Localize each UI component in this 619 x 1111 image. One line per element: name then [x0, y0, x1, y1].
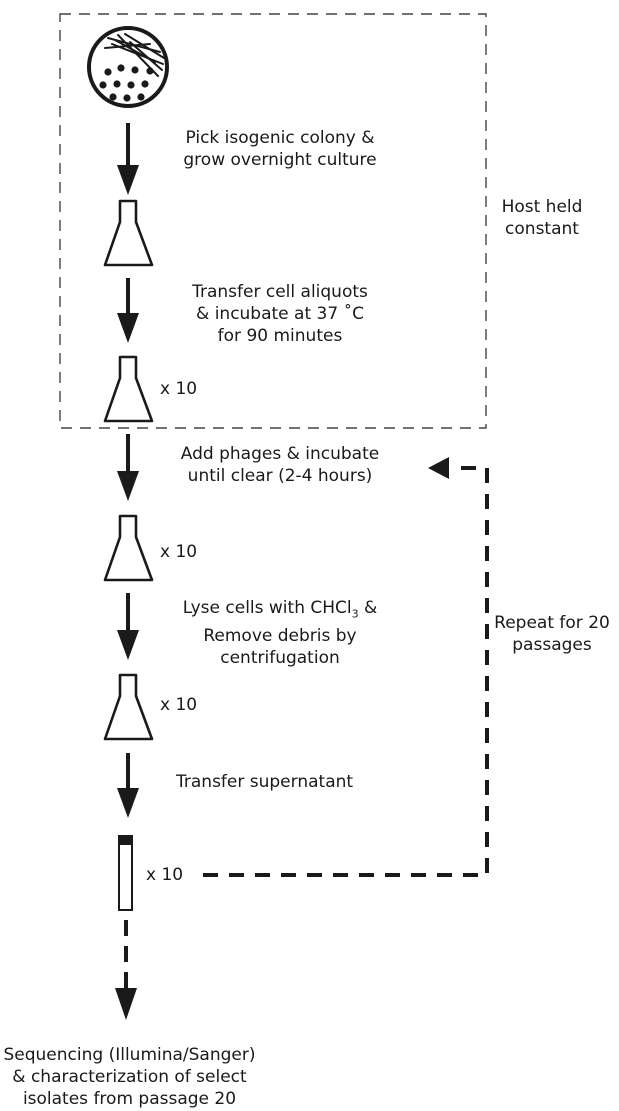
- step-add-phages-line-1: Add phages & incubate: [180, 444, 380, 464]
- repeat-passages-label: Repeat for 20 passages: [490, 612, 614, 656]
- final-line-2: & characterization of select: [12, 1067, 247, 1087]
- repeat-line-1: Repeat for 20: [494, 613, 610, 633]
- arrow-down-icon: [117, 123, 139, 195]
- step-lyse-prefix: Lyse cells with CHCl: [182, 598, 352, 618]
- step-transfer-cells-label: Transfer cell aliquots & incubate at 37 …: [160, 281, 400, 347]
- host-constant-box: [59, 13, 487, 429]
- arrow-down-icon: [117, 278, 139, 343]
- flask-icon: [103, 673, 154, 741]
- final-line-1: Sequencing (Illumina/Sanger): [3, 1045, 256, 1065]
- step-pick-line-1: Pick isogenic colony &: [185, 128, 375, 148]
- step-add-phages-label: Add phages & incubate until clear (2-4 h…: [160, 443, 400, 487]
- host-line-2: constant: [505, 219, 579, 239]
- test-tube-icon: [118, 835, 133, 911]
- flask3-multiplier: x 10: [160, 542, 198, 562]
- final-step-label: Sequencing (Illumina/Sanger) & character…: [0, 1044, 259, 1110]
- arrow-down-icon: [117, 593, 139, 660]
- flask-icon: [103, 199, 154, 267]
- step-add-phages-line-2: until clear (2-4 hours): [187, 466, 373, 486]
- step-transfer-supernatant-label: Transfer supernatant: [176, 771, 353, 793]
- step-transfer-line-3: for 90 minutes: [217, 326, 343, 346]
- arrow-down-icon: [117, 434, 139, 501]
- flask-icon: [103, 355, 154, 423]
- arrow-down-icon: [117, 753, 139, 818]
- flask2-multiplier: x 10: [160, 379, 198, 399]
- flask4-multiplier: x 10: [160, 695, 198, 715]
- step-lyse-suffix: &: [358, 598, 378, 618]
- step-lyse-line-3: centrifugation: [220, 648, 340, 669]
- repeat-line-2: passages: [512, 635, 592, 655]
- step-transfer-supernatant-text: Transfer supernatant: [176, 772, 354, 792]
- step-lyse-subscript: 3: [351, 607, 359, 621]
- step-lyse-line-2: Remove debris by: [203, 626, 357, 647]
- host-held-constant-label: Host held constant: [487, 196, 597, 240]
- step-pick-line-2: grow overnight culture: [183, 150, 377, 170]
- flask-icon: [103, 514, 154, 582]
- host-line-1: Host held: [501, 197, 583, 217]
- arrow-down-icon: [115, 920, 137, 1020]
- tube-multiplier: x 10: [146, 865, 184, 885]
- repeat-loop: [203, 457, 489, 877]
- step-transfer-line-2: & incubate at 37 ˚C: [196, 304, 364, 324]
- step-transfer-line-1: Transfer cell aliquots: [192, 282, 368, 302]
- petri-dish-icon: [87, 26, 169, 108]
- step-pick-label: Pick isogenic colony & grow overnight cu…: [160, 127, 400, 171]
- step-lyse-line-1: Lyse cells with CHCl3 &: [160, 597, 400, 625]
- step-lyse-label: Lyse cells with CHCl3 & Remove debris by…: [160, 597, 400, 669]
- final-line-3: isolates from passage 20: [22, 1089, 237, 1109]
